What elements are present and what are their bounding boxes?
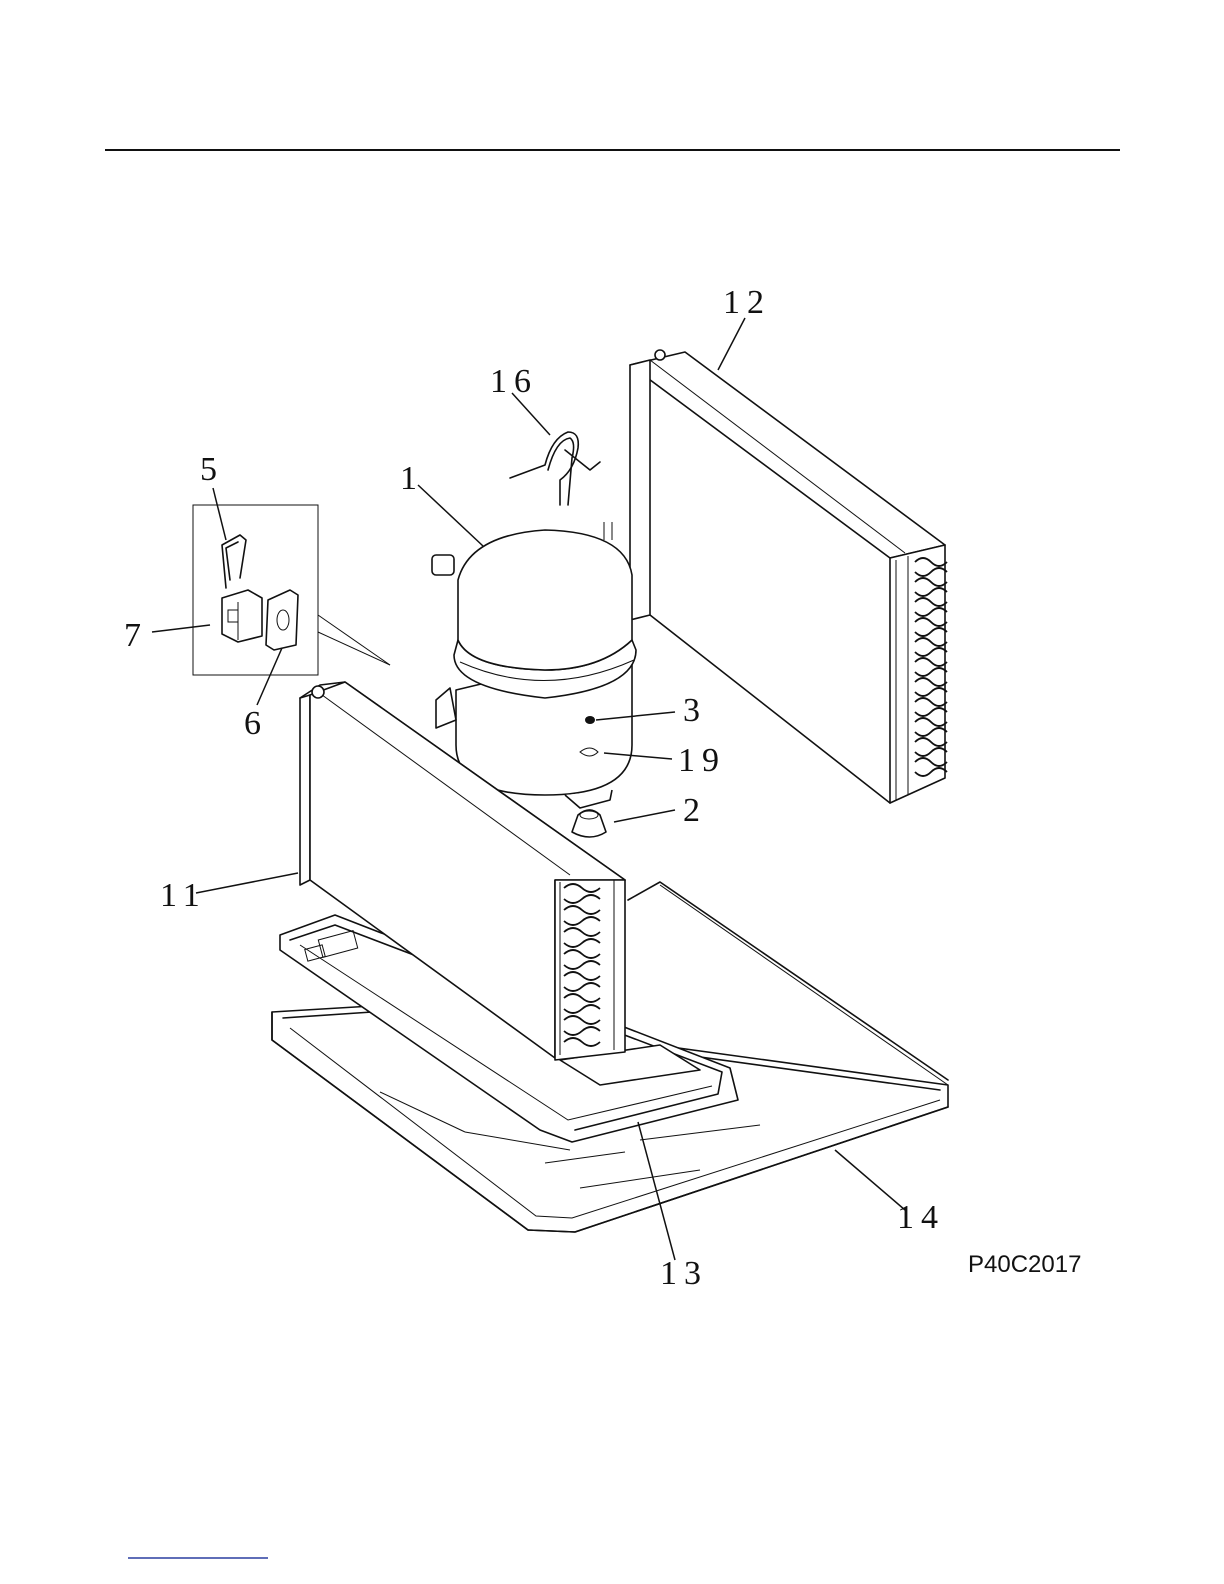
callout-1: 1	[400, 460, 424, 497]
callout-13: 13	[660, 1255, 708, 1292]
overload-protector	[222, 590, 262, 642]
callout-5: 5	[200, 451, 224, 488]
callout-2: 2	[683, 792, 707, 829]
callout-14: 14	[897, 1199, 945, 1236]
callout-3: 3	[683, 692, 707, 729]
overload-cover	[266, 590, 298, 650]
grommet	[572, 810, 606, 837]
drawing-code: P40C2017	[968, 1251, 1081, 1278]
callout-7: 7	[124, 617, 148, 654]
callout-19: 19	[678, 742, 726, 779]
callout-12: 12	[723, 284, 771, 321]
tube-coil	[510, 432, 600, 505]
overload-inset	[193, 505, 390, 675]
callout-6: 6	[244, 705, 268, 742]
callout-11: 11	[160, 877, 207, 914]
callout-16: 16	[490, 363, 538, 400]
overload-clip	[222, 535, 246, 588]
condenser-coil-large	[630, 350, 947, 803]
